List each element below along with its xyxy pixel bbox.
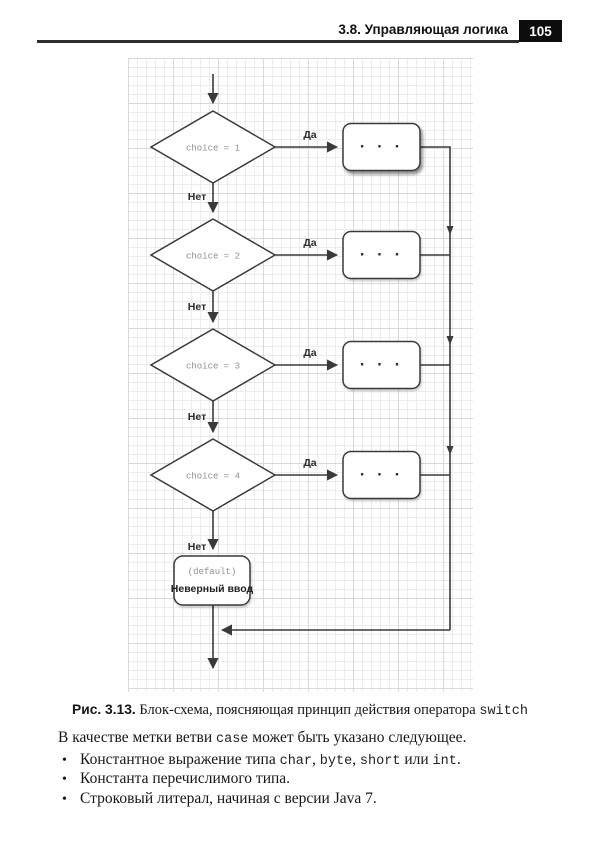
inline-code-char: char bbox=[279, 754, 313, 769]
no-label-3: Нет bbox=[188, 411, 206, 423]
case-box-dots-3: · · · bbox=[360, 358, 404, 373]
list-item: • Константа перечислимого типа. bbox=[62, 770, 562, 789]
paragraph-text: В качестве метки ветви bbox=[58, 729, 216, 746]
case-box-3 bbox=[342, 340, 421, 390]
decision-diamond-1 bbox=[149, 110, 277, 184]
decision-condition-4: choice = 4 bbox=[186, 472, 240, 482]
page-number-badge: 105 bbox=[519, 20, 562, 42]
section-title: 3.8. Управляющая логика bbox=[338, 22, 508, 37]
inline-code-int: int bbox=[432, 754, 457, 769]
default-box bbox=[173, 555, 251, 606]
case-box-2 bbox=[342, 230, 421, 280]
bullet-icon: • bbox=[62, 753, 67, 768]
rail-arrowhead-2 bbox=[446, 336, 454, 345]
default-label: Неверный ввод bbox=[171, 583, 254, 595]
switch-flowchart: choice = 1 Да Нет · · · choice = 2 Да Не… bbox=[149, 74, 454, 670]
inline-code-short: short bbox=[359, 754, 401, 769]
no-label-2: Нет bbox=[188, 301, 206, 313]
rail-arrowhead-1 bbox=[446, 226, 454, 235]
header-rule bbox=[37, 40, 519, 43]
bullet-list: • Константное выражение типа char, byte,… bbox=[62, 751, 562, 809]
list-item-text: Константа перечислимого типа. bbox=[80, 770, 291, 788]
figure-caption-code: switch bbox=[479, 704, 528, 719]
decision-diamond-4 bbox=[149, 438, 277, 512]
decision-diamond-2 bbox=[149, 218, 277, 292]
list-item-text: Строковый литерал, начиная с версии Java… bbox=[80, 789, 377, 807]
bullet-icon: • bbox=[62, 772, 67, 788]
decision-condition-1: choice = 1 bbox=[186, 144, 240, 154]
body-paragraph: В качестве метки ветви case может быть у… bbox=[58, 729, 558, 747]
decision-condition-2: choice = 2 bbox=[186, 252, 240, 262]
no-label-4: Нет bbox=[188, 541, 206, 553]
decision-diamond-3 bbox=[149, 328, 277, 402]
inline-code-case: case bbox=[216, 732, 249, 747]
case-box-dots-4: · · · bbox=[360, 468, 404, 483]
bullet-icon: • bbox=[62, 791, 67, 807]
case-box-dots-1: · · · bbox=[360, 140, 404, 155]
case-box-1 bbox=[342, 122, 421, 172]
page-number: 105 bbox=[529, 23, 552, 39]
flowchart-panel: choice = 1 Да Нет · · · choice = 2 Да Не… bbox=[128, 58, 473, 692]
case-box-4 bbox=[342, 450, 421, 500]
yes-label-1: Да bbox=[303, 129, 316, 141]
merge-rail bbox=[420, 146, 451, 630]
figure-caption-label: Рис. 3.13. bbox=[72, 702, 136, 717]
inline-code-byte: byte bbox=[319, 754, 353, 769]
rail-arrowhead-3 bbox=[446, 446, 454, 455]
list-item-text: Константное выражение типа char, byte, s… bbox=[80, 751, 461, 769]
list-item: • Константное выражение типа char, byte,… bbox=[62, 751, 562, 770]
paragraph-text-end: может быть указано следующее. bbox=[248, 729, 467, 746]
figure-caption-text: Блок-схема, поясняющая принцип действия … bbox=[135, 702, 480, 718]
decision-condition-3: choice = 3 bbox=[186, 362, 240, 372]
no-label-1: Нет bbox=[188, 191, 206, 203]
yes-label-3: Да bbox=[303, 347, 316, 359]
yes-label-2: Да bbox=[303, 237, 316, 249]
yes-label-4: Да bbox=[303, 457, 316, 469]
list-item: • Строковый литерал, начиная с версии Ja… bbox=[62, 790, 562, 809]
figure-caption: Рис. 3.13. Блок-схема, поясняющая принци… bbox=[0, 702, 600, 719]
default-code: (default) bbox=[188, 567, 237, 577]
case-box-dots-2: · · · bbox=[360, 248, 404, 263]
